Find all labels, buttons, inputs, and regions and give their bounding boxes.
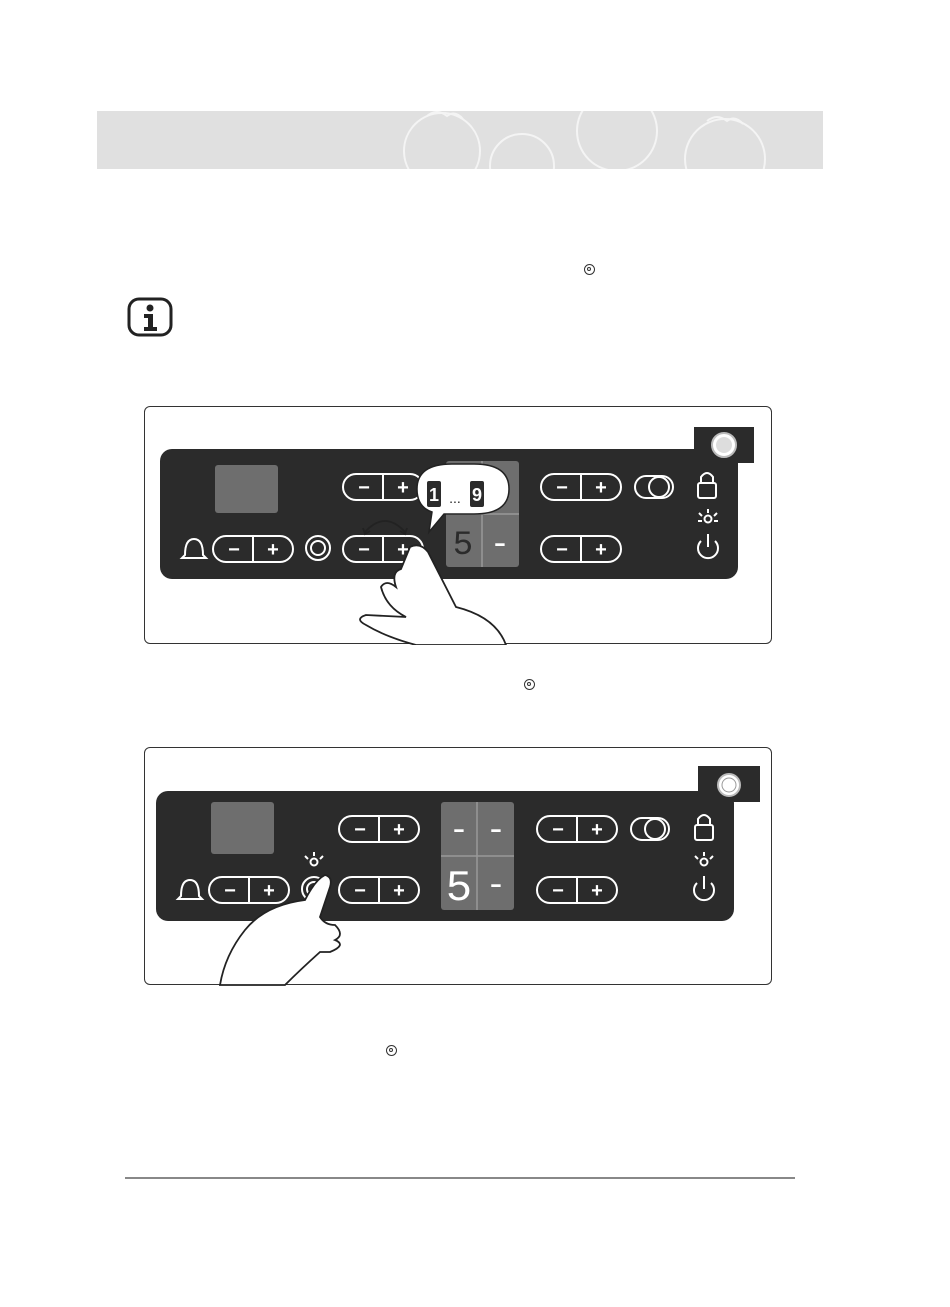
zone-bottom-left: 5 xyxy=(453,527,473,565)
svg-text:+: + xyxy=(591,880,603,902)
svg-text:−: − xyxy=(354,880,366,902)
svg-text:−: − xyxy=(354,819,366,841)
bubble-from: 1 xyxy=(429,485,439,505)
bubble-sep: ... xyxy=(449,490,461,506)
bubble-to: 9 xyxy=(472,485,482,505)
timer-display xyxy=(211,802,274,854)
timer-display xyxy=(215,465,278,513)
svg-text:+: + xyxy=(591,819,603,841)
zone-bottom-right: - xyxy=(486,868,506,906)
svg-text:+: + xyxy=(393,819,405,841)
figure-1: −+ −+ −+ −+ −+ - 5 - 1 ... 9 xyxy=(144,406,772,645)
zone-bottom-left: 5 xyxy=(446,864,472,914)
control-panel-1: −+ −+ −+ −+ −+ - 5 - 1 ... 9 xyxy=(160,427,754,645)
svg-text:−: − xyxy=(552,880,564,902)
boost-symbol-2 xyxy=(524,679,536,690)
zone-bottom-right: - xyxy=(490,527,510,565)
svg-text:−: − xyxy=(552,819,564,841)
zone-top-left: - xyxy=(449,813,469,851)
svg-text:+: + xyxy=(595,539,607,561)
svg-text:+: + xyxy=(393,880,405,902)
info-icon xyxy=(127,297,173,337)
svg-text:+: + xyxy=(397,539,409,561)
svg-text:−: − xyxy=(556,477,568,499)
svg-text:−: − xyxy=(556,539,568,561)
figure-2: − + − + − + − + − + - - 5 - xyxy=(144,747,772,986)
boost-symbol-1 xyxy=(584,264,595,275)
header-band xyxy=(97,111,823,169)
zone-top-right: - xyxy=(486,813,506,851)
boost-symbol-3 xyxy=(385,1045,397,1056)
svg-text:+: + xyxy=(263,880,275,902)
svg-text:−: − xyxy=(228,539,240,561)
svg-text:+: + xyxy=(397,477,409,499)
svg-text:−: − xyxy=(224,880,236,902)
footer-rule xyxy=(125,1177,795,1179)
tomato-decoration xyxy=(403,111,766,169)
control-panel-2: − + − + − + − + − + - - 5 - xyxy=(156,766,760,986)
svg-text:+: + xyxy=(267,539,279,561)
svg-text:−: − xyxy=(358,477,370,499)
svg-text:+: + xyxy=(595,477,607,499)
svg-text:−: − xyxy=(358,539,370,561)
